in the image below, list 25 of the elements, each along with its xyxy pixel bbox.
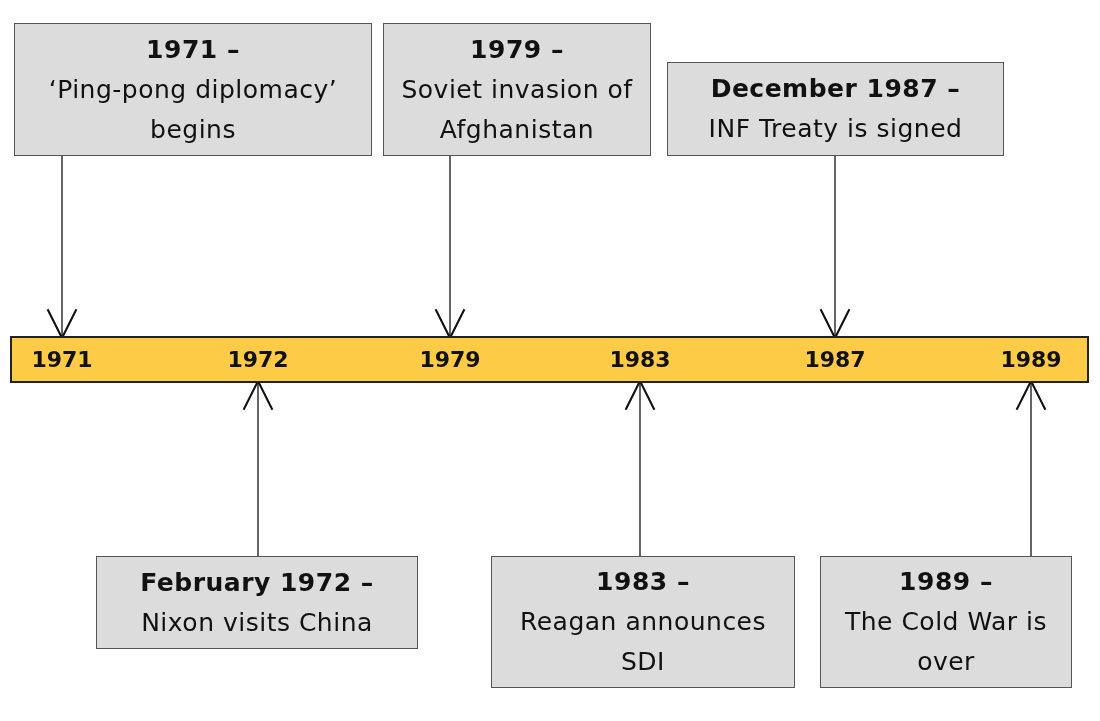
event-date: 1989 – xyxy=(898,566,994,598)
event-date: December 1987 – xyxy=(709,73,962,105)
event-date: 1983 – xyxy=(595,566,691,598)
timeline-bar xyxy=(10,336,1089,383)
event-description: INF Treaty is signed xyxy=(707,113,964,145)
event-description: The Cold War is over xyxy=(843,606,1049,678)
year-label: 1979 xyxy=(419,347,481,372)
event-date: 1971 – xyxy=(145,33,241,66)
event-description: Nixon visits China xyxy=(140,606,374,639)
event-box xyxy=(667,62,1004,156)
event-box xyxy=(491,556,795,688)
year-label: 1987 xyxy=(804,347,866,372)
event-description: Reagan announces SDI xyxy=(518,606,768,678)
event-box xyxy=(96,556,418,649)
event-description: Soviet invasion of Afghanistan xyxy=(400,73,634,146)
year-label: 1972 xyxy=(227,347,289,372)
year-label: 1971 xyxy=(31,347,93,372)
event-description: ‘Ping-pong diplomacy’ begins xyxy=(47,73,339,146)
event-date: 1979 – xyxy=(469,33,565,66)
year-label: 1983 xyxy=(609,347,671,372)
event-box xyxy=(383,23,651,156)
event-date: February 1972 – xyxy=(139,566,375,599)
event-box xyxy=(820,556,1072,688)
event-box xyxy=(14,23,372,156)
year-label: 1989 xyxy=(1000,347,1062,372)
